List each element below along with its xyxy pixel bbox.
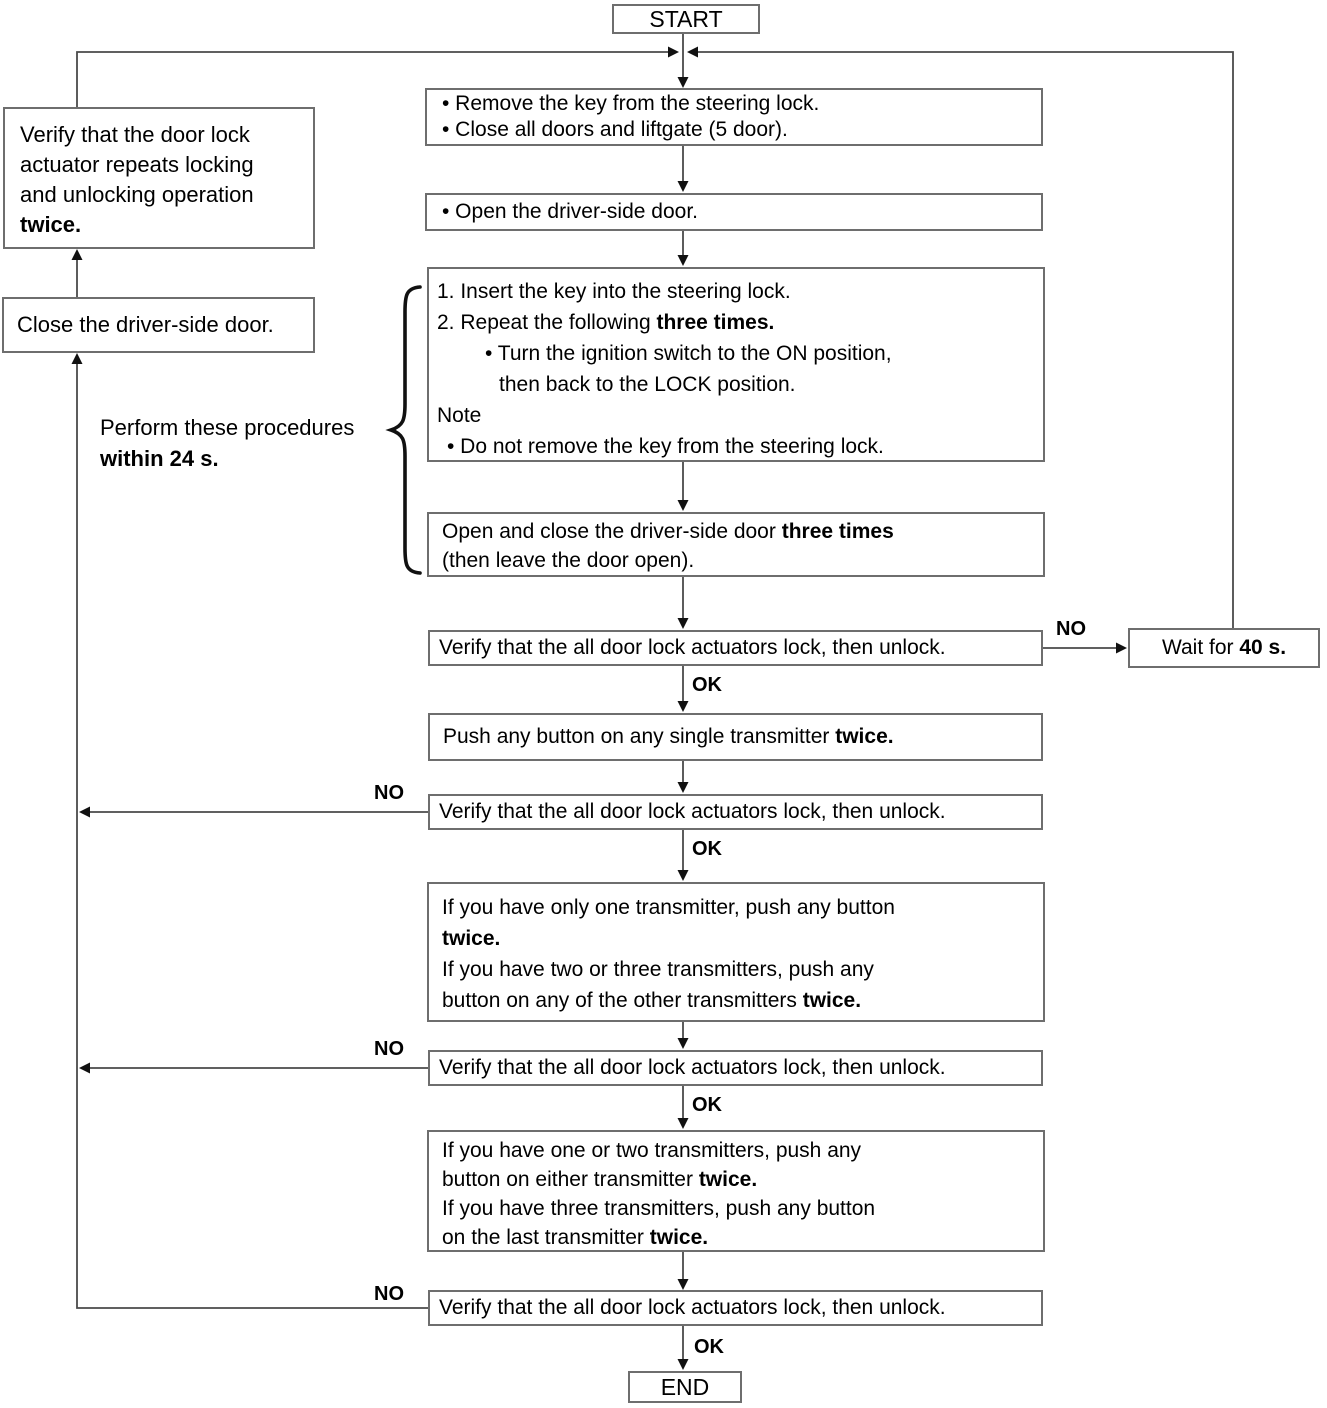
third-transmitter-step: If you have one or two transmitters, pus…: [427, 1130, 1045, 1252]
open-close-door-step: Open and close the driver-side door thre…: [427, 512, 1045, 577]
open-driver-door-step: • Open the driver-side door.: [425, 193, 1043, 231]
wait-text-bold: 40 s.: [1239, 636, 1287, 659]
no-label-2: NO: [374, 782, 404, 804]
step-line: (then leave the door open).: [442, 549, 695, 572]
step-text-bold: three times: [781, 520, 894, 543]
brace: [385, 285, 422, 575]
arrowhead-junction-right: [687, 46, 698, 58]
note-heading: Note: [437, 404, 482, 427]
arrowhead: [677, 1038, 689, 1049]
wait-text: Wait for 40 s.: [1162, 633, 1286, 663]
step-line: twice.: [442, 923, 1043, 954]
step-line: If you have only one transmitter, push a…: [442, 896, 895, 919]
step-text: Open and close the driver-side door: [442, 520, 782, 543]
push-single-transmitter-step: Push any button on any single transmitte…: [428, 713, 1043, 761]
arrowhead: [677, 1279, 689, 1290]
verify-actuators-step-4: Verify that the all door lock actuators …: [428, 1290, 1043, 1326]
step-line: • Remove the key from the steering lock.: [442, 92, 820, 115]
step-line: If you have three transmitters, push any…: [442, 1197, 876, 1220]
verify-actuators-step-1: Verify that the all door lock actuators …: [428, 630, 1043, 666]
end-node: END: [628, 1371, 742, 1403]
arrowhead: [677, 618, 689, 629]
arrowhead-up-into-verify-actuator: [71, 249, 83, 260]
step-line: 1. Insert the key into the steering lock…: [437, 280, 791, 303]
step-text-bold: twice.: [802, 989, 862, 1012]
ok-label-2: OK: [692, 838, 722, 860]
step-text: button on any of the other transmitters: [442, 989, 803, 1012]
step-text: on the last transmitter: [442, 1226, 650, 1249]
step-line: on the last transmitter twice.: [442, 1223, 1043, 1252]
verify-text: Verify that the all door lock actuators …: [439, 800, 946, 823]
step-line: 2. Repeat the following three times.: [437, 307, 1043, 338]
timing-note: Perform these procedures within 24 s.: [100, 412, 354, 474]
arrowhead-no-verify1: [1116, 642, 1127, 654]
arrowhead-up-into-close-door: [71, 353, 83, 364]
arrowhead-no-verify3: [79, 1062, 90, 1074]
step-line: button on either transmitter twice.: [442, 1165, 1043, 1194]
verify-actuators-step-2: Verify that the all door lock actuators …: [428, 794, 1043, 830]
step-line: Close the driver-side door.: [17, 312, 274, 337]
arrowhead-no-verify2: [79, 806, 90, 818]
step-line: Push any button on any single transmitte…: [443, 722, 894, 752]
step-text-bold: twice.: [20, 212, 82, 237]
remove-key-step: • Remove the key from the steering lock.…: [425, 88, 1043, 146]
insert-key-step: 1. Insert the key into the steering lock…: [427, 267, 1045, 462]
step-line: If you have one or two transmitters, pus…: [442, 1139, 862, 1162]
arrowhead: [677, 782, 689, 793]
arrowhead: [677, 870, 689, 881]
arrowhead-junction-left: [668, 46, 679, 58]
step-text: 2. Repeat the following: [437, 311, 657, 334]
end-label: END: [660, 1374, 710, 1400]
verify-text: Verify that the all door lock actuators …: [439, 1296, 946, 1319]
step-text: Push any button on any single transmitte…: [443, 725, 836, 748]
step-line: then back to the LOCK position.: [499, 373, 796, 396]
step-line: button on any of the other transmitters …: [442, 985, 1043, 1016]
no-label-4: NO: [374, 1283, 404, 1305]
step-line: Open and close the driver-side door thre…: [442, 517, 1043, 546]
step-line: twice.: [20, 210, 313, 240]
step-line: • Turn the ignition switch to the ON pos…: [485, 342, 892, 365]
step-line: If you have two or three transmitters, p…: [442, 958, 874, 981]
second-transmitter-step: If you have only one transmitter, push a…: [427, 882, 1045, 1022]
step-text-bold: three times.: [656, 311, 775, 334]
timing-note-line: Perform these procedures: [100, 415, 355, 440]
ok-label-4: OK: [694, 1336, 724, 1358]
step-text-bold: twice.: [698, 1168, 758, 1191]
ok-label-3: OK: [692, 1094, 722, 1116]
arrowhead: [677, 701, 689, 712]
ok-label-1: OK: [692, 674, 722, 696]
start-node: START: [612, 4, 760, 34]
left-return-line: [76, 51, 668, 107]
no-label-3: NO: [374, 1038, 404, 1060]
step-text: button on either transmitter: [442, 1168, 699, 1191]
verify-text: Verify that the all door lock actuators …: [439, 1056, 946, 1079]
step-line: Verify that the door lock: [20, 122, 250, 147]
wait-40s-step: Wait for 40 s.: [1128, 628, 1320, 668]
step-line: • Do not remove the key from the steerin…: [447, 435, 884, 458]
no-label-1: NO: [1056, 618, 1086, 640]
no-line-verify4: [76, 364, 428, 1309]
verify-actuator-repeat-step: Verify that the door lock actuator repea…: [3, 107, 315, 249]
step-line: and unlocking operation: [20, 182, 254, 207]
step-text-bold: twice.: [835, 725, 894, 748]
verify-actuators-step-3: Verify that the all door lock actuators …: [428, 1050, 1043, 1086]
arrowhead: [677, 1118, 689, 1129]
timing-note-bold: within 24 s.: [100, 446, 219, 471]
wait-text-a: Wait for: [1161, 636, 1240, 659]
step-line: • Open the driver-side door.: [442, 200, 698, 223]
arrowhead: [677, 255, 689, 266]
arrowhead: [677, 500, 689, 511]
close-driver-door-step: Close the driver-side door.: [2, 297, 315, 353]
verify-text: Verify that the all door lock actuators …: [439, 636, 946, 659]
arrowhead: [677, 77, 689, 88]
step-line: actuator repeats locking: [20, 152, 254, 177]
start-label: START: [649, 6, 723, 32]
step-line: • Close all doors and liftgate (5 door).: [442, 118, 788, 141]
right-return-line: [698, 51, 1234, 630]
arrowhead: [677, 1359, 689, 1370]
arrowhead: [677, 181, 689, 192]
step-text-bold: twice.: [442, 927, 501, 950]
step-text-bold: twice.: [649, 1226, 709, 1249]
